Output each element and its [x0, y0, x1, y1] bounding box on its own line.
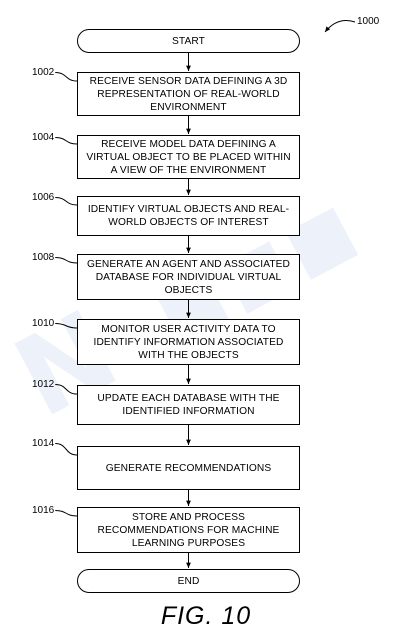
step-1010-box: MONITOR USER ACTIVITY DATA TO IDENTIFY I… [77, 319, 300, 365]
ref-leader-line [55, 72, 78, 82]
ref-leader-line [55, 323, 78, 329]
step-1016-box: STORE AND PROCESS RECOMMENDATIONS FOR MA… [77, 507, 300, 553]
step-ref-1006: 1006 [32, 192, 55, 203]
start-terminator: START [77, 29, 300, 53]
end-terminator: END [77, 569, 300, 593]
step-ref-1014: 1014 [32, 438, 55, 449]
step-1002-box: RECEIVE SENSOR DATA DEFINING A 3D REPRES… [77, 72, 300, 116]
step-ref-1016: 1016 [32, 505, 55, 516]
figure-ref-arrow [324, 19, 356, 33]
step-1004-box: RECEIVE MODEL DATA DEFINING A VIRTUAL OB… [77, 135, 300, 179]
step-ref-1010: 1010 [32, 318, 55, 329]
step-1014-box: GENERATE RECOMMENDATIONS [77, 446, 300, 490]
step-ref-1004: 1004 [32, 132, 55, 143]
step-ref-1002: 1002 [32, 67, 55, 78]
step-ref-1008: 1008 [32, 252, 55, 263]
step-1012-box: UPDATE EACH DATABASE WITH THE IDENTIFIED… [77, 385, 300, 425]
step-1006-box: IDENTIFY VIRTUAL OBJECTS AND REAL-WORLD … [77, 196, 300, 236]
ref-leader-line [55, 510, 78, 517]
ref-leader-line [55, 384, 78, 395]
step-1008-box: GENERATE AN AGENT AND ASSOCIATED DATABAS… [77, 254, 300, 300]
ref-leader-line [55, 443, 78, 456]
ref-leader-line [55, 197, 78, 206]
ref-leader-line [55, 137, 78, 145]
step-ref-1012: 1012 [32, 379, 55, 390]
figure-caption: FIG. 10 [160, 602, 252, 630]
ref-leader-line [55, 257, 78, 264]
figure-ref-label: 1000 [357, 16, 380, 27]
